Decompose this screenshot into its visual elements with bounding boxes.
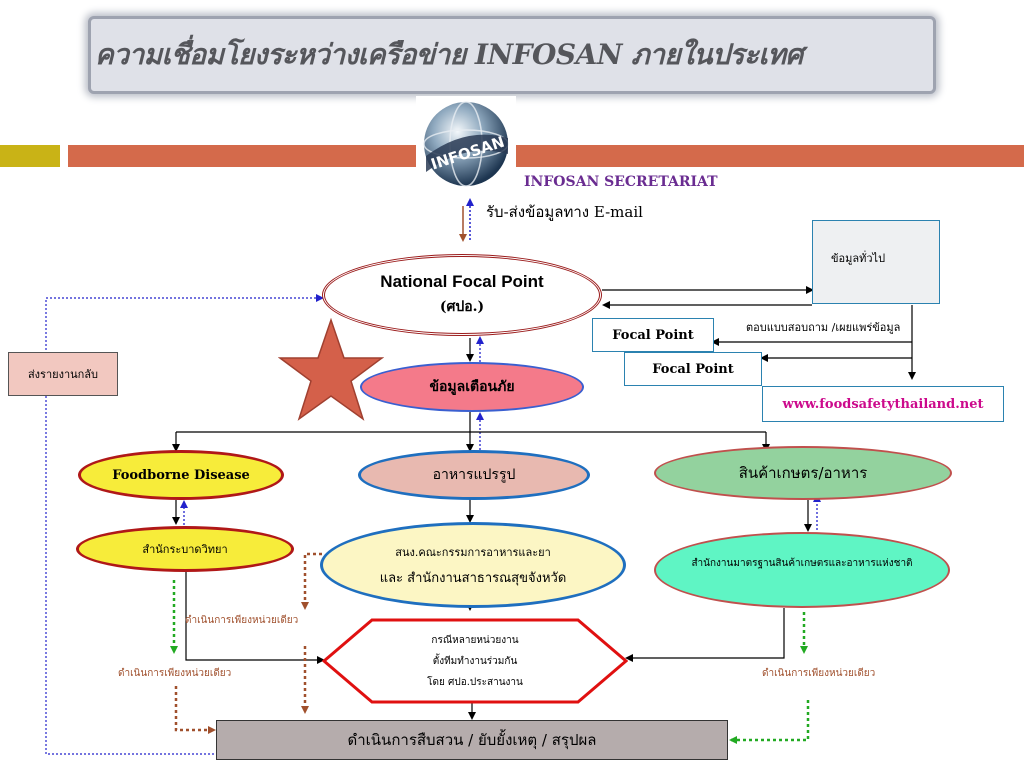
warning-info-node: ข้อมูลเตือนภัย (360, 362, 584, 412)
nfp-title: National Focal Point (380, 272, 544, 291)
single-unit-left-label: ดำเนินการเพียงหน่วยเดียว (118, 668, 232, 679)
focal-point-box-2: Focal Point (624, 352, 762, 386)
report-back-box: ส่งรายงานกลับ (8, 352, 118, 396)
page-title: ความเชื่อมโยงระหว่างเครือข่าย INFOSAN ภา… (95, 38, 803, 71)
general-info-box: ข้อมูลทั่วไป (812, 220, 940, 304)
star-icon (278, 318, 384, 421)
epidemiology-node: สำนักระบาดวิทยา (76, 526, 294, 572)
focal-point-box-1: Focal Point (592, 318, 714, 352)
epidemiology-label: สำนักระบาดวิทยา (142, 543, 228, 556)
multi-agency-line3: โดย ศปอ.ประสานงาน (427, 676, 523, 688)
processed-food-label: อาหารแปรรูป (432, 467, 516, 483)
agri-food-node: สินค้าเกษตร/อาหาร (654, 446, 952, 500)
nfp-subtitle: (ศปอ.) (439, 299, 485, 315)
multi-agency-text: กรณีหลายหน่วยงาน ตั้งทีมทำงานร่วมกัน โดย… (360, 626, 590, 696)
focal-point-1-label: Focal Point (612, 327, 694, 343)
acfs-label: สำนักงานมาตรฐานสินค้าเกษตรและอาหารแห่งชา… (691, 557, 913, 569)
fda-node: สนง.คณะกรรมการอาหารและยา และ สำนักงานสาธ… (320, 522, 626, 608)
response-note: ตอบแบบสอบถาม /เผยแพร่ข้อมูล (746, 321, 901, 334)
focal-point-2-label: Focal Point (652, 361, 734, 377)
general-info-label: ข้อมูลทั่วไป (831, 252, 886, 265)
multi-agency-hexagon (322, 618, 628, 704)
foodborne-label: Foodborne Disease (112, 467, 250, 483)
accent-bar-olive (0, 145, 60, 167)
processed-food-node: อาหารแปรรูป (358, 450, 590, 500)
title-box: ความเชื่อมโยงระหว่างเครือข่าย INFOSAN ภา… (88, 16, 936, 94)
agri-food-label: สินค้าเกษตร/อาหาร (738, 464, 868, 482)
secretariat-label: INFOSAN SECRETARIAT (524, 174, 718, 190)
single-unit-center-label: ดำเนินการเพียงหน่วยเดียว (185, 615, 299, 626)
acfs-node: สำนักงานมาตรฐานสินค้าเกษตรและอาหารแห่งชา… (654, 532, 950, 608)
investigation-box: ดำเนินการสืบสวน / ยับยั้งเหตุ / สรุปผล (216, 720, 728, 760)
fda-line2: และ สำนักงานสาธารณสุขจังหวัด (379, 570, 567, 586)
infosan-globe-logo: INFOSAN (416, 96, 516, 192)
foodborne-disease-node: Foodborne Disease (78, 450, 284, 500)
warning-info-label: ข้อมูลเตือนภัย (429, 379, 515, 395)
national-focal-point-node: National Focal Point (ศปอ.) (322, 254, 602, 336)
website-link[interactable]: www.foodsafetythailand.net (782, 396, 984, 412)
website-box[interactable]: www.foodsafetythailand.net (762, 386, 1004, 422)
investigation-label: ดำเนินการสืบสวน / ยับยั้งเหตุ / สรุปผล (347, 731, 597, 749)
globe-icon: INFOSAN (423, 101, 509, 187)
report-back-label: ส่งรายงานกลับ (27, 368, 99, 381)
multi-agency-line2: ตั้งทีมทำงานร่วมกัน (432, 655, 518, 667)
fda-line1: สนง.คณะกรรมการอาหารและยา (395, 545, 551, 559)
accent-bar-red (68, 145, 1024, 167)
multi-agency-line1: กรณีหลายหน่วยงาน (431, 634, 519, 646)
email-label: รับ-ส่งข้อมูลทาง E-mail (486, 203, 643, 221)
single-unit-right-label: ดำเนินการเพียงหน่วยเดียว (762, 668, 876, 679)
